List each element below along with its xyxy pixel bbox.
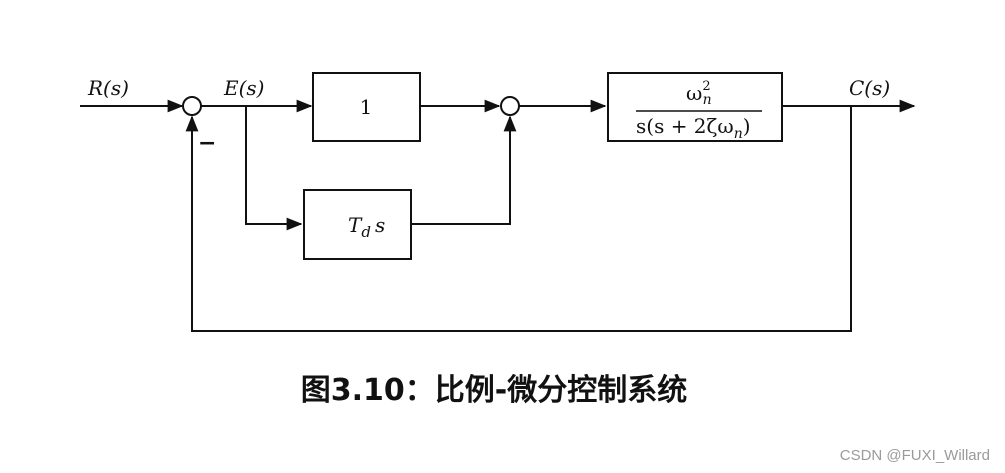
feedback-sign: − — [198, 131, 216, 156]
input-signal-label: R(s) — [87, 76, 129, 100]
watermark: CSDN @FUXI_Willard — [840, 447, 990, 464]
feedback-line — [185, 106, 852, 332]
plant-block — [607, 72, 783, 142]
error-signal-label: E(s) — [223, 76, 264, 100]
plant-denominator: s(s + 2ζωn) — [636, 114, 751, 142]
derivative-block — [303, 189, 412, 260]
proportional-gain-label: 1 — [360, 95, 373, 119]
derivative-branch-line — [245, 106, 303, 231]
output-signal-label: C(s) — [849, 76, 890, 100]
derivative-out-line — [411, 115, 517, 225]
figure-caption: 图3.10：比例-微分控制系统 — [301, 373, 687, 408]
summing-junction-2 — [500, 96, 520, 116]
summing-junction-1 — [182, 96, 202, 116]
